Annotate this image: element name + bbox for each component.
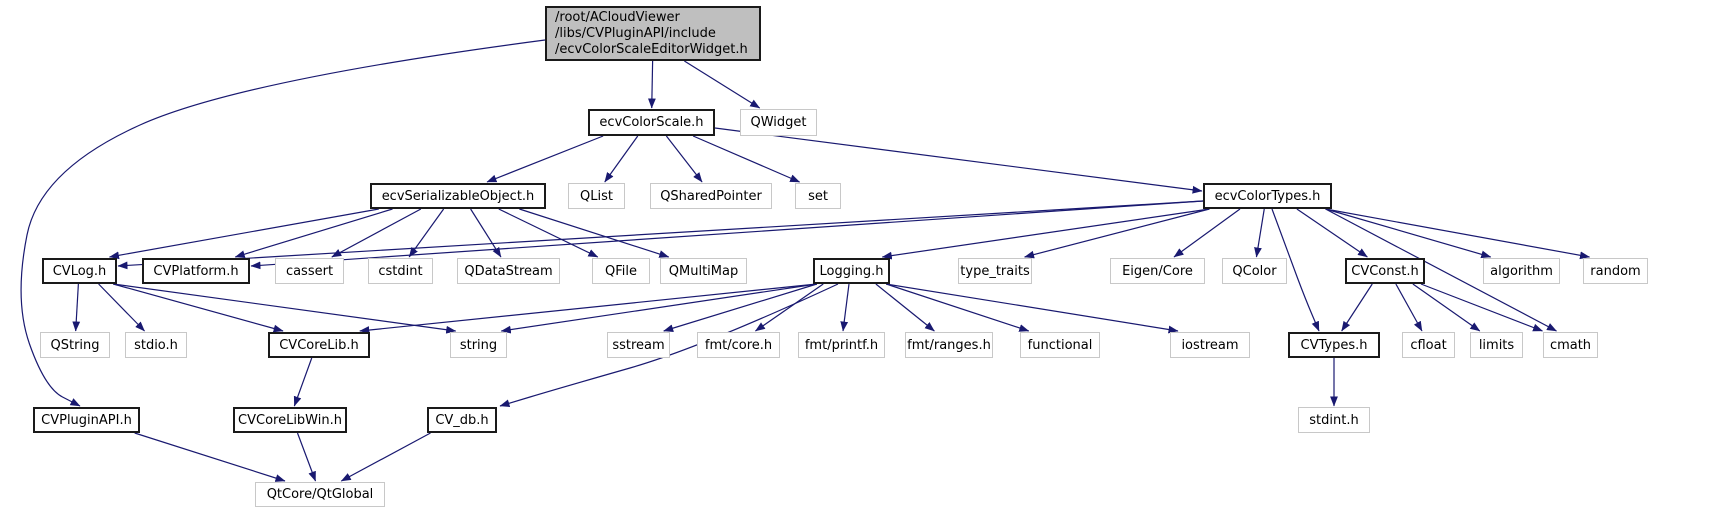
graph-node-fmt-printf: fmt/printf.h: [798, 332, 885, 358]
graph-node-qmultimap: QMultiMap: [660, 258, 747, 284]
graph-node-qtglobal: QtCore/QtGlobal: [255, 482, 385, 507]
edge-Logging-to-iostream: [886, 283, 1179, 334]
graph-node-ecvserializableobject[interactable]: ecvSerializableObject.h: [370, 183, 546, 209]
edge-ecvColorTypes-to-cmath: [1325, 208, 1557, 332]
edge-Logging-to-functional: [885, 283, 1030, 332]
edge-ecvColorTypes-to-EigenCore: [1173, 208, 1241, 258]
edge-Logging-to-sstream: [663, 283, 818, 332]
edge-Logging-to-CV_db: [499, 283, 839, 408]
edge-ecvSerializableObject-to-QMultiMap: [519, 208, 670, 258]
graph-node-cfloat: cfloat: [1402, 332, 1455, 358]
graph-node-stdint: stdint.h: [1298, 407, 1370, 433]
edge-CVConst-to-CVTypes: [1341, 283, 1373, 332]
graph-node-type-traits: type_traits: [958, 258, 1032, 284]
edge-ecvColorTypes-to-Logging: [881, 208, 1210, 260]
edge-ecvColorTypes-to-CVTypes: [1271, 208, 1320, 332]
edge-Logging-to-CVCoreLib: [359, 283, 817, 334]
edge-ecvColorTypes-to-algorithm: [1325, 208, 1492, 259]
graph-node-cvconst[interactable]: CVConst.h: [1345, 258, 1425, 284]
edge-Logging-to-fmt_ranges: [875, 283, 935, 332]
edge-Logging-to-fmt_core: [755, 283, 824, 332]
graph-node-fmt-ranges: fmt/ranges.h: [905, 332, 993, 358]
graph-node-cvpluginapi[interactable]: CVPluginAPI.h: [33, 407, 140, 433]
graph-node-logging[interactable]: Logging.h: [813, 258, 890, 284]
graph-node-cv-db[interactable]: CV_db.h: [427, 407, 497, 433]
graph-node-qwidget: QWidget: [740, 109, 817, 136]
edge-ecvColorScale-to-QSharedPointer: [665, 135, 703, 183]
edge-Logging-to-string: [500, 283, 817, 334]
edge-root-to-CVPluginAPI: [20, 39, 546, 407]
graph-node-limits: limits: [1470, 332, 1523, 358]
graph-node-sstream: sstream: [607, 332, 670, 358]
graph-node-cassert: cassert: [275, 258, 344, 284]
edge-CVLog-to-CVCoreLib: [113, 283, 284, 333]
edge-ecvColorTypes-to-type_traits: [1024, 208, 1210, 259]
graph-node-string: string: [450, 332, 507, 358]
edge-root-to-ecvColorScale: [648, 60, 656, 109]
graph-node-eigencore: Eigen/Core: [1110, 258, 1205, 284]
edge-ecvSerializableObject-to-CVLog: [109, 208, 379, 260]
graph-node-functional: functional: [1020, 332, 1100, 358]
edge-root-to-QWidget: [684, 60, 761, 109]
graph-node-cmath: cmath: [1543, 332, 1598, 358]
graph-node-qlist: QList: [568, 183, 625, 209]
graph-node-iostream: iostream: [1170, 332, 1250, 358]
graph-node-set: set: [795, 183, 841, 209]
edge-ecvSerializableObject-to-QFile: [498, 208, 599, 258]
edge-ecvColorScale-to-QList: [604, 135, 639, 183]
graph-node-cvcorelib[interactable]: CVCoreLib.h: [268, 332, 370, 358]
graph-node-algorithm: algorithm: [1483, 258, 1560, 284]
edge-ecvColorTypes-to-CVPlatform: [250, 200, 1204, 270]
graph-node-fmt-core: fmt/core.h: [697, 332, 780, 358]
graph-node-cstdint: cstdint: [368, 258, 433, 284]
edge-CVCoreLib-to-CVCoreLibWin: [293, 357, 313, 407]
graph-node-qstring: QString: [40, 332, 110, 358]
edge-ecvColorTypes-to-CVConst: [1296, 208, 1368, 258]
graph-node-cvtypes[interactable]: CVTypes.h: [1288, 332, 1380, 358]
edge-ecvSerializableObject-to-cstdint: [408, 208, 445, 258]
edge-CVLog-to-QString: [72, 283, 81, 332]
graph-node-cvlog[interactable]: CVLog.h: [42, 258, 117, 284]
edge-ecvColorScale-to-set: [692, 135, 801, 183]
edge-CVLog-to-string: [113, 283, 457, 334]
edge-CVPluginAPI-to-QtGlobal: [134, 432, 286, 482]
graph-node-cvplatform[interactable]: CVPlatform.h: [142, 258, 250, 284]
graph-node-ecvcolortypes[interactable]: ecvColorTypes.h: [1203, 183, 1332, 209]
graph-node-stdio: stdio.h: [125, 332, 187, 358]
edge-CV_db-to-QtGlobal: [340, 432, 431, 482]
graph-node-random: random: [1583, 258, 1648, 284]
edge-CVConst-to-cfloat: [1395, 283, 1423, 332]
graph-node-qsharedpointer: QSharedPointer: [650, 183, 772, 209]
edge-ecvSerializableObject-to-cassert: [331, 208, 422, 258]
graph-node-root: /root/ACloudViewer /libs/CVPluginAPI/inc…: [545, 6, 761, 61]
graph-node-cvcorelibwin[interactable]: CVCoreLibWin.h: [233, 407, 347, 433]
edge-ecvColorScale-to-ecvColorTypes: [714, 127, 1203, 194]
graph-node-qcolor: QColor: [1222, 258, 1287, 284]
edge-ecvColorScale-to-ecvSerializableObject: [486, 135, 604, 183]
graph-node-qfile: QFile: [592, 258, 650, 284]
edge-ecvColorTypes-to-CVLog: [117, 200, 1204, 270]
edge-CVCoreLibWin-to-QtGlobal: [296, 432, 317, 482]
edge-ecvColorTypes-to-random: [1325, 208, 1590, 260]
edge-ecvColorTypes-to-QColor: [1254, 208, 1265, 258]
graph-node-qdatastream: QDataStream: [457, 258, 560, 284]
edge-CVLog-to-stdio: [98, 283, 145, 332]
edge-ecvSerializableObject-to-CVPlatform: [234, 208, 393, 258]
edge-CVConst-to-cmath: [1420, 283, 1543, 332]
edge-Logging-to-fmt_printf: [840, 283, 850, 332]
edge-CVConst-to-limits: [1412, 283, 1481, 332]
graph-node-ecvcolorscale[interactable]: ecvColorScale.h: [588, 109, 715, 136]
